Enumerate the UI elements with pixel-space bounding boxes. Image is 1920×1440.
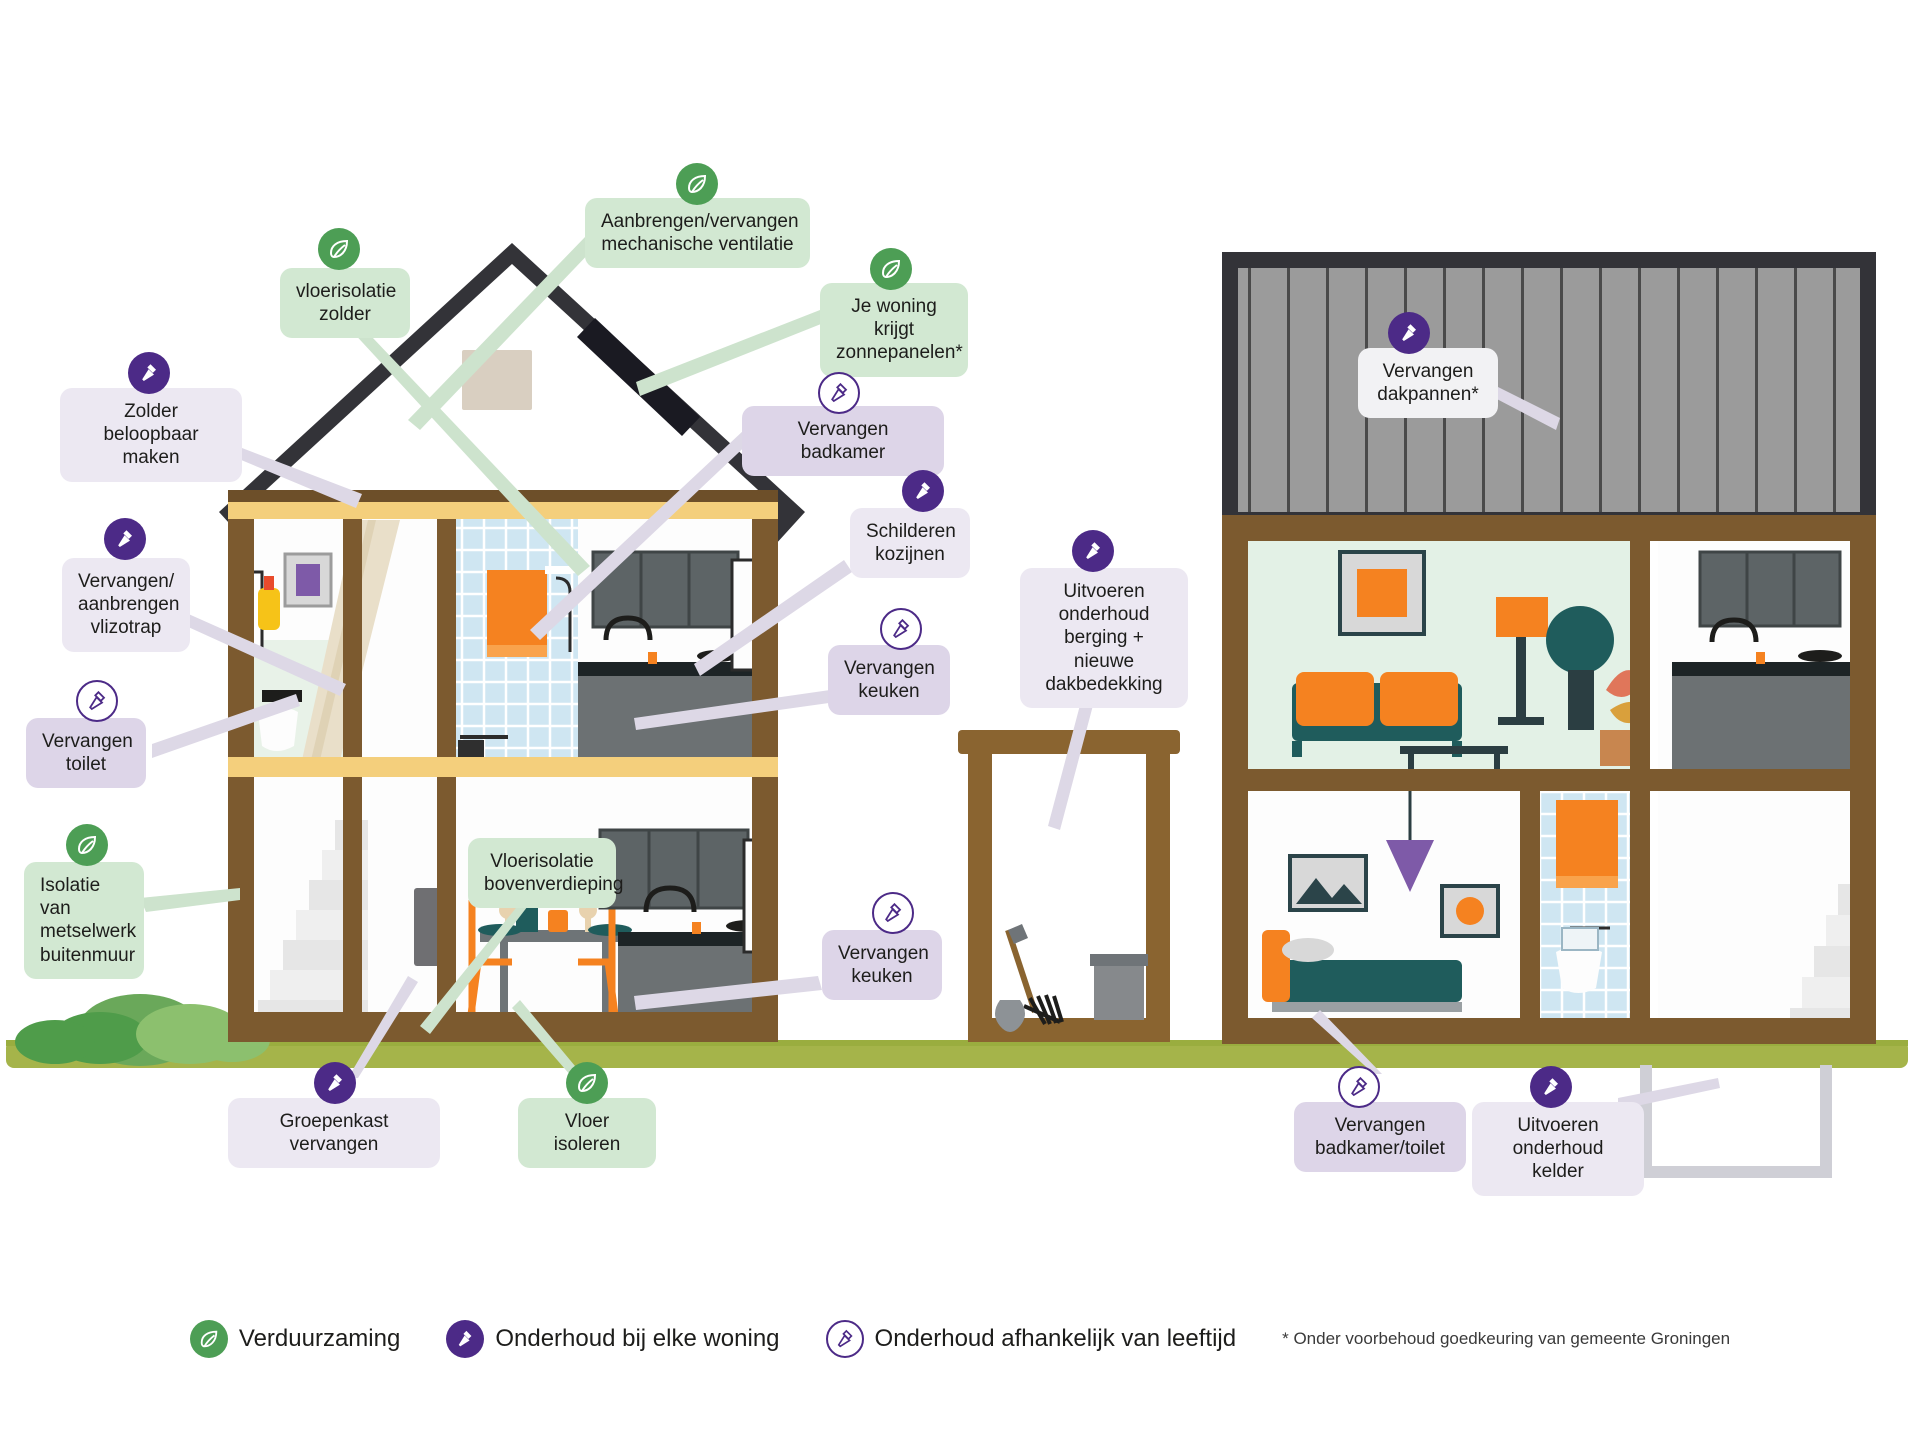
legend-footnote: * Onder voorbehoud goedkeuring van gemee… bbox=[1282, 1329, 1731, 1348]
callout-line: zolder bbox=[319, 304, 371, 326]
callout-line: Vloer isoleren bbox=[553, 1111, 621, 1156]
callout-line: keuken bbox=[858, 681, 920, 703]
hammer-icon bbox=[872, 892, 914, 934]
callout-groepenkast[interactable]: Groepenkast vervangen bbox=[228, 1098, 440, 1169]
callout-vervangen-keuken-boven[interactable]: Vervangen keuken bbox=[828, 645, 950, 716]
callout-vervangen-badkamer[interactable]: Vervangen badkamer bbox=[742, 406, 944, 477]
legend-item-verduurzaming: Verduurzaming bbox=[189, 1320, 401, 1358]
callout-line: berging + nieuwe bbox=[1064, 627, 1144, 672]
bushes bbox=[15, 994, 270, 1066]
callout-line: onderhoud bbox=[1058, 604, 1150, 626]
legend-label: Onderhoud bij elke woning bbox=[495, 1325, 780, 1352]
callout-line: Vervangen/ bbox=[78, 571, 175, 592]
callout-line: keuken bbox=[851, 966, 913, 988]
leaf-icon bbox=[676, 163, 718, 205]
callout-line: vlizotrap bbox=[90, 617, 162, 639]
callout-vloerisolatie-boven[interactable]: Vloerisolatie bovenverdieping bbox=[468, 838, 624, 909]
legend-label: Onderhoud afhankelijk van leeftijd bbox=[874, 1325, 1237, 1352]
callout-line: bovenverdieping bbox=[484, 874, 624, 896]
callout-line: metselwerk bbox=[40, 921, 137, 943]
callout-line: Uitvoeren bbox=[1517, 1115, 1599, 1136]
hammer-icon bbox=[104, 518, 146, 560]
callout-zolder-beloopbaar[interactable]: Zolder beloopbaar maken bbox=[60, 388, 242, 482]
callout-line: maken bbox=[122, 447, 180, 469]
cellar-outline bbox=[1640, 1065, 1832, 1178]
right-house bbox=[1222, 252, 1876, 1178]
leaf-icon bbox=[870, 248, 912, 290]
hammer-icon bbox=[902, 470, 944, 512]
callout-line: Vervangen bbox=[1382, 361, 1474, 382]
callout-vervangen-dakpannen[interactable]: Vervangen dakpannen* bbox=[1358, 348, 1498, 419]
shed-berging bbox=[958, 730, 1180, 1042]
legend-item-onderhoud-elke-woning: Onderhoud bij elke woning bbox=[446, 1320, 780, 1358]
callout-line: Schilderen bbox=[866, 521, 956, 542]
callout-vloer-isoleren[interactable]: Vloer isoleren bbox=[518, 1098, 656, 1169]
callout-schilderen-kozijnen[interactable]: Schilderen kozijnen bbox=[850, 508, 970, 579]
callout-vervangen-keuken-beneden[interactable]: Vervangen keuken bbox=[822, 930, 942, 1001]
callout-line: Vervangen bbox=[1334, 1115, 1426, 1136]
callout-onderhoud-berging[interactable]: Uitvoeren onderhoud berging + nieuwe dak… bbox=[1020, 568, 1188, 708]
callout-line: vloerisolatie bbox=[296, 281, 397, 302]
callout-line: badkamer/toilet bbox=[1315, 1138, 1445, 1160]
hammer-icon bbox=[1072, 530, 1114, 572]
callout-line: dakbedekking bbox=[1045, 673, 1163, 695]
callout-vervangen-toilet[interactable]: Vervangen toilet bbox=[26, 718, 146, 789]
callout-line: Je woning krijgt bbox=[851, 296, 937, 341]
callout-vloerisolatie-zolder[interactable]: vloerisolatie zolder bbox=[280, 268, 410, 339]
leaf-icon bbox=[566, 1062, 608, 1104]
callout-line: toilet bbox=[65, 754, 107, 776]
legend: Verduurzaming Onderhoud bij elke woning … bbox=[0, 1320, 1920, 1358]
callout-line: dakpannen* bbox=[1377, 384, 1479, 406]
grass-ground bbox=[6, 1040, 1908, 1068]
hammer-icon bbox=[880, 608, 922, 650]
hammer-icon bbox=[818, 372, 860, 414]
callout-vervangen-badkamer-toilet[interactable]: Vervangen badkamer/toilet bbox=[1294, 1102, 1466, 1173]
left-house bbox=[219, 243, 805, 1042]
callout-zonnepanelen[interactable]: Je woning krijgt zonnepanelen* bbox=[820, 283, 968, 377]
hammer-icon bbox=[825, 1320, 864, 1358]
leaf-icon bbox=[189, 1320, 228, 1358]
callout-line: Isolatie van bbox=[40, 875, 101, 920]
callout-line: kozijnen bbox=[875, 544, 945, 566]
callout-line: aanbrengen bbox=[78, 594, 180, 616]
callout-vlizotrap[interactable]: Vervangen/ aanbrengen vlizotrap bbox=[62, 558, 190, 652]
callout-line: Groepenkast vervangen bbox=[279, 1111, 389, 1156]
leaf-icon bbox=[66, 824, 108, 866]
legend-label: Verduurzaming bbox=[238, 1325, 401, 1352]
hammer-icon bbox=[446, 1320, 485, 1358]
callout-line: Aanbrengen/vervangen bbox=[601, 211, 799, 232]
callout-line: Vervangen bbox=[42, 731, 133, 752]
callout-line: mechanische ventilatie bbox=[601, 234, 794, 256]
callout-line: Vloerisolatie bbox=[490, 851, 594, 872]
hammer-icon bbox=[1338, 1066, 1380, 1108]
callout-line: Vervangen bbox=[838, 943, 929, 964]
callout-mechanische-ventilatie[interactable]: Aanbrengen/vervangen mechanische ventila… bbox=[585, 198, 810, 269]
legend-item-onderhoud-afhankelijk-leeftijd: Onderhoud afhankelijk van leeftijd bbox=[825, 1320, 1237, 1358]
callout-line: Vervangen badkamer bbox=[797, 419, 889, 464]
hammer-icon bbox=[76, 680, 118, 722]
leaf-icon bbox=[318, 228, 360, 270]
hammer-icon bbox=[1530, 1066, 1572, 1108]
hammer-icon bbox=[128, 352, 170, 394]
callout-line: buitenmuur bbox=[40, 944, 136, 966]
leader-lines bbox=[140, 236, 1720, 1110]
hammer-icon bbox=[314, 1062, 356, 1104]
hammer-icon bbox=[1388, 312, 1430, 354]
callout-line: Vervangen bbox=[844, 658, 935, 679]
callout-isolatie-buitenmuur[interactable]: Isolatie van metselwerk buitenmuur bbox=[24, 862, 144, 979]
callout-onderhoud-kelder[interactable]: Uitvoeren onderhoud kelder bbox=[1472, 1102, 1644, 1196]
callout-line: Uitvoeren bbox=[1063, 581, 1145, 602]
callout-line: zonnepanelen* bbox=[836, 342, 963, 364]
callout-line: Zolder beloopbaar bbox=[103, 401, 199, 446]
callout-line: onderhoud kelder bbox=[1512, 1138, 1604, 1183]
